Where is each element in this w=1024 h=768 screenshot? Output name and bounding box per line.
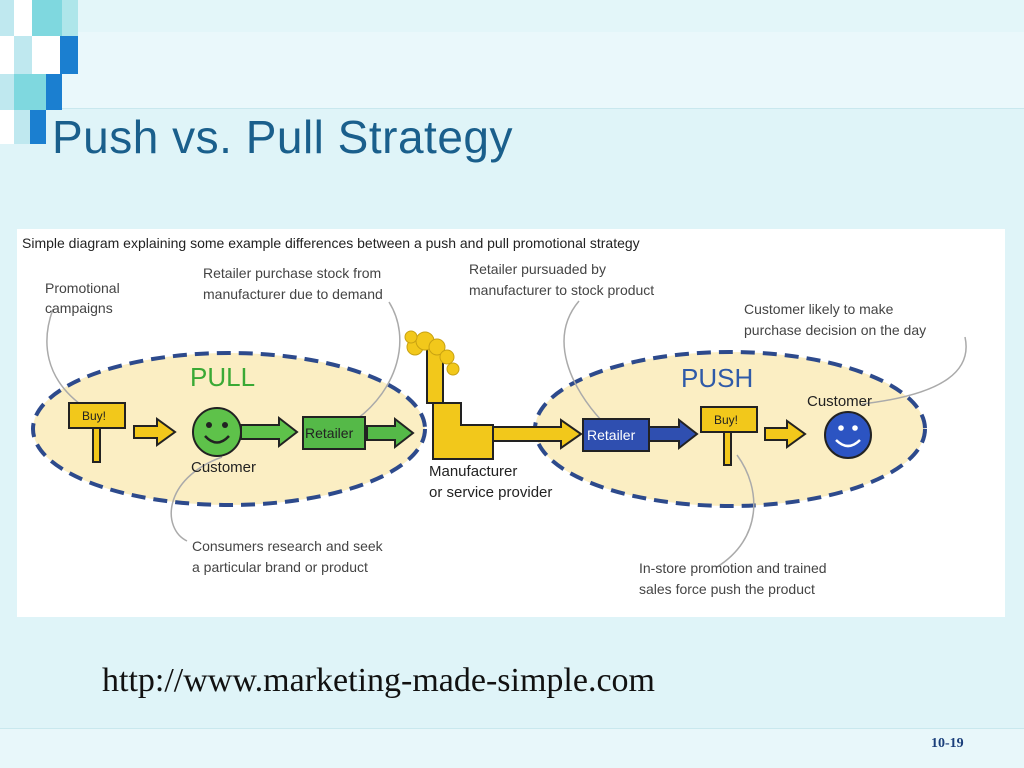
annotation-retailer-persuaded: Retailer pursuaded by xyxy=(469,261,606,277)
callout-line xyxy=(716,454,755,568)
smiley-blue-icon xyxy=(824,411,872,459)
annotation-retailer-stock-2: manufacturer due to demand xyxy=(203,286,383,302)
annotation-consumers-research: Consumers research and seek xyxy=(192,538,384,554)
retailer-push-label: Retailer xyxy=(587,427,636,443)
decor-square xyxy=(32,36,60,74)
arrow-icon xyxy=(764,419,807,449)
arrow-icon xyxy=(366,416,415,450)
annotation-retailer-stock: Retailer purchase stock from xyxy=(203,265,381,281)
callout-line xyxy=(861,336,967,405)
decor-square xyxy=(14,0,32,36)
decor-square xyxy=(0,36,14,74)
customer-pull-label: Customer xyxy=(191,459,256,476)
decor-square xyxy=(14,74,46,110)
decor-square xyxy=(14,110,30,144)
annotation-consumers-research-2: a particular brand or product xyxy=(192,559,368,575)
buy-sign-pull: Buy! xyxy=(68,402,126,463)
decor-square xyxy=(60,36,78,74)
annotation-promotional-2: campaigns xyxy=(45,300,113,316)
arrow-icon xyxy=(133,417,177,447)
decor-square xyxy=(0,0,14,38)
decor-square xyxy=(0,110,14,144)
diagram-caption: Simple diagram explaining some example d… xyxy=(22,235,640,251)
annotation-promotional: Promotional xyxy=(45,280,120,296)
push-pull-diagram: Simple diagram explaining some example d… xyxy=(22,235,967,597)
retailer-pull-label: Retailer xyxy=(305,425,354,441)
diagram-panel: Simple diagram explaining some example d… xyxy=(17,229,1005,617)
decor-square xyxy=(62,0,78,36)
arrow-icon xyxy=(648,417,699,451)
annotation-retailer-persuaded-2: manufacturer to stock product xyxy=(469,282,654,298)
callout-line xyxy=(356,301,401,420)
manufacturer-label-2: or service provider xyxy=(429,484,552,501)
decor-square xyxy=(30,110,46,144)
decor-square xyxy=(32,0,62,36)
smiley-green-icon xyxy=(192,407,242,457)
buy-sign-push: Buy! xyxy=(700,406,758,466)
callout-line xyxy=(170,456,223,542)
annotation-customer-likely-2: purchase decision on the day xyxy=(744,322,926,338)
footer-band xyxy=(0,728,1024,768)
push-label: PUSH xyxy=(681,363,753,393)
page-number: 10-19 xyxy=(931,736,964,751)
retailer-pull-box xyxy=(302,416,366,450)
annotation-customer-likely: Customer likely to make xyxy=(744,301,894,317)
decor-square xyxy=(46,74,62,110)
decor-square xyxy=(14,36,32,74)
pull-label: PULL xyxy=(190,362,255,392)
source-url: http://www.marketing-made-simple.com xyxy=(102,662,655,699)
buy-sign-pull-label: Buy! xyxy=(82,409,106,423)
retailer-push-box xyxy=(582,418,650,452)
header-band-inner xyxy=(0,32,1024,108)
callout-line xyxy=(46,308,88,410)
customer-push-label: Customer xyxy=(807,393,872,410)
manufacturer-label: Manufacturer xyxy=(429,463,517,480)
buy-sign-push-label: Buy! xyxy=(714,413,738,427)
callout-line xyxy=(563,300,603,422)
annotation-instore-2: sales force push the product xyxy=(639,581,815,597)
decor-square xyxy=(0,74,14,110)
arrow-icon xyxy=(492,418,583,450)
slide-title: Push vs. Pull Strategy xyxy=(52,111,513,163)
arrow-icon xyxy=(240,415,299,449)
annotation-instore: In-store promotion and trained xyxy=(639,560,827,576)
factory-icon xyxy=(404,330,494,460)
